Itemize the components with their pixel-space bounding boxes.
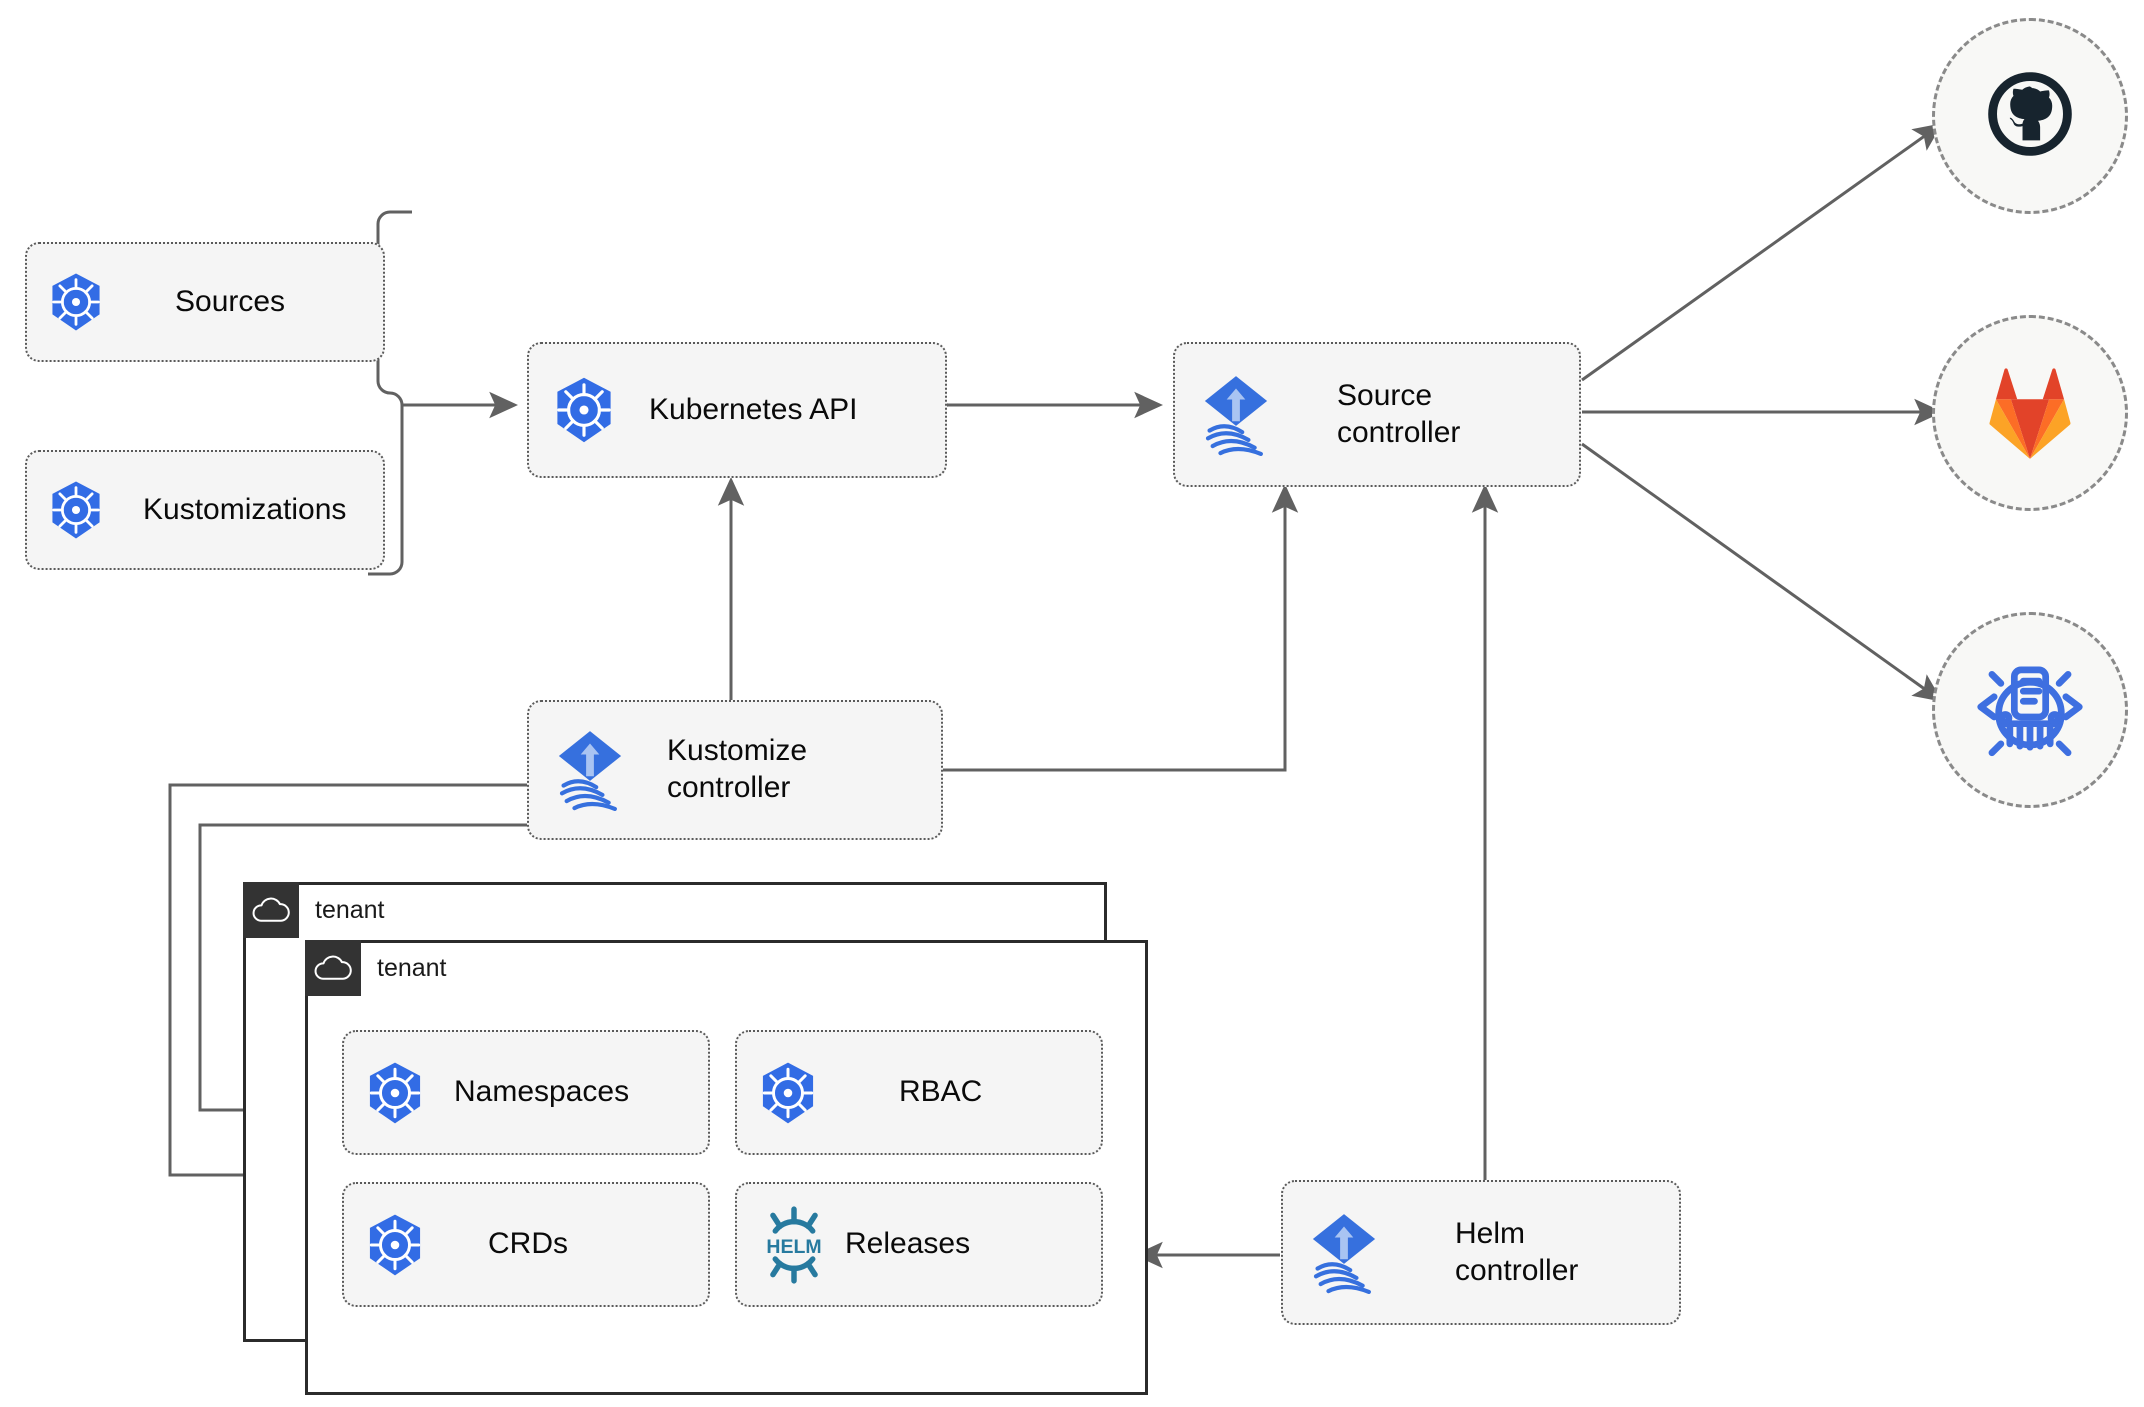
gitlab-icon bbox=[1976, 361, 2084, 466]
resource-label: Kustomizations bbox=[143, 492, 347, 526]
kubernetes-icon bbox=[362, 1212, 428, 1278]
resource-label: RBAC bbox=[899, 1075, 983, 1109]
node-label: Source controller bbox=[1337, 378, 1461, 449]
tenant-inner[interactable]: tenant bbox=[305, 940, 1148, 1395]
tenant-name: tenant bbox=[377, 953, 447, 982]
tenant-title-bar: tenant bbox=[243, 882, 385, 938]
svg-text:HELM: HELM bbox=[766, 1235, 821, 1257]
kubernetes-icon bbox=[755, 1060, 821, 1126]
kubernetes-icon bbox=[45, 271, 107, 333]
node-label: Kustomize controller bbox=[667, 734, 808, 804]
edge-kustomize-controller-source-controller bbox=[943, 483, 1299, 772]
github-icon bbox=[1975, 59, 2085, 174]
provider-helm-repository[interactable] bbox=[1932, 612, 2128, 808]
tenant-title-bar: tenant bbox=[305, 940, 447, 996]
node-label: Helm controller bbox=[1455, 1216, 1579, 1287]
resource-box-namespaces[interactable]: Namespaces bbox=[342, 1030, 710, 1155]
edge-source-controller-github bbox=[1581, 123, 1943, 382]
resource-label: Namespaces bbox=[454, 1075, 630, 1109]
provider-gitlab[interactable] bbox=[1932, 315, 2128, 511]
kubernetes-icon bbox=[362, 1060, 428, 1126]
flux-icon bbox=[1305, 1211, 1383, 1295]
resource-label: Releases bbox=[845, 1227, 971, 1261]
helm-icon: HELM bbox=[755, 1205, 833, 1284]
resource-label: Sources bbox=[175, 284, 286, 318]
cloud-icon bbox=[305, 940, 361, 996]
helm-repository-icon bbox=[1974, 652, 2086, 769]
kubernetes-icon bbox=[549, 375, 619, 445]
node-source-controller[interactable]: Source controller bbox=[1173, 342, 1581, 487]
resource-box-releases[interactable]: HELM Releases bbox=[735, 1182, 1103, 1307]
node-kubernetes-api[interactable]: Kubernetes API bbox=[527, 342, 947, 478]
node-kustomize-controller[interactable]: Kustomize controller bbox=[527, 700, 943, 840]
resource-box-crds[interactable]: CRDs bbox=[342, 1182, 710, 1307]
resource-box-rbac[interactable]: RBAC bbox=[735, 1030, 1103, 1155]
flux-icon bbox=[1197, 373, 1275, 457]
kubernetes-icon bbox=[45, 479, 107, 541]
tenant-name: tenant bbox=[315, 895, 385, 924]
resource-label: CRDs bbox=[488, 1227, 568, 1261]
resource-box-kustomizations[interactable]: Kustomizations bbox=[25, 450, 385, 570]
provider-github[interactable] bbox=[1932, 18, 2128, 214]
flux-icon bbox=[551, 728, 629, 812]
node-helm-controller[interactable]: Helm controller bbox=[1281, 1180, 1681, 1325]
node-label: Kubernetes API bbox=[649, 392, 858, 426]
resource-box-sources[interactable]: Sources bbox=[25, 242, 385, 362]
edge-source-controller-helm-repository bbox=[1581, 442, 1943, 702]
cloud-icon bbox=[243, 882, 299, 938]
